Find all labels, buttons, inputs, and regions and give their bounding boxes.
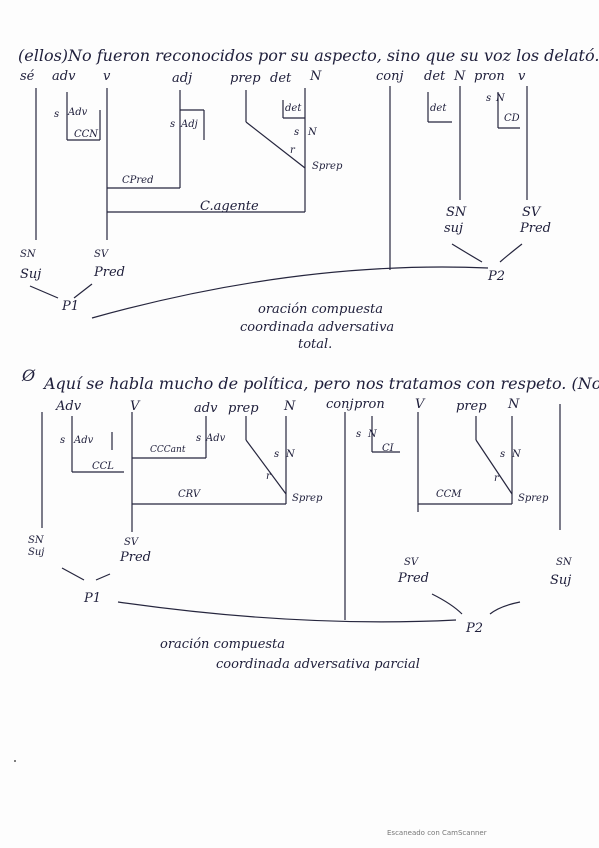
tag-prep-3: prep xyxy=(456,399,487,414)
label-n-box: N xyxy=(308,127,317,138)
label-s-adv-3: s xyxy=(196,433,202,444)
label-sv-right-2: SV xyxy=(404,557,419,568)
label-adv-box-2: Adv xyxy=(74,435,94,446)
label-n-box-4: N xyxy=(368,429,377,440)
tag-adv-2: Adv xyxy=(56,399,82,414)
label-ccm: CCM xyxy=(436,489,462,500)
tag-v-3: V xyxy=(130,399,140,414)
label-ccn: CCN xyxy=(74,129,99,140)
caption-1-line-2: coordinada adversativa xyxy=(240,320,395,335)
label-s-adv: s xyxy=(54,109,60,120)
label-p2-2: P2 xyxy=(466,621,484,636)
label-cpred: CPred xyxy=(122,175,154,186)
tag-n: N xyxy=(310,69,322,84)
label-adj-box: Adj xyxy=(181,119,198,130)
label-suj-right: suj xyxy=(444,221,464,236)
label-sprep: Sprep xyxy=(312,161,343,172)
label-det-box-2: det xyxy=(430,103,447,114)
tag-n-4: N xyxy=(508,397,520,412)
sentence-1: (ellos)No fueron reconocidos por su aspe… xyxy=(18,46,599,65)
marker-symbol: Ø xyxy=(22,366,36,385)
caption-1-line-1: oración compuesta xyxy=(258,302,384,317)
tag-conj: conj xyxy=(376,69,404,84)
tag-adv-3: adv xyxy=(194,401,218,416)
label-det-box: det xyxy=(285,103,302,114)
label-sn-left: SN xyxy=(20,249,36,260)
label-adv-box: Adv xyxy=(68,107,88,118)
label-n-box-3: N xyxy=(286,449,295,460)
label-r: r xyxy=(290,145,295,156)
label-r-2: r xyxy=(266,471,271,482)
sentence-2: Aquí se habla mucho de política, pero no… xyxy=(44,374,599,393)
label-n-box-5: N xyxy=(512,449,521,460)
tag-adj: adj xyxy=(172,71,193,86)
label-n-box-2: N xyxy=(496,93,505,104)
label-sv-left-2: SV xyxy=(124,537,139,548)
label-s-n-5: s xyxy=(500,449,506,460)
tag-prep: prep xyxy=(230,71,261,86)
tag-v-4: V xyxy=(415,397,425,412)
tag-pron-2: pron xyxy=(354,397,385,412)
label-r-3: r xyxy=(494,473,499,484)
label-s-adv-2: s xyxy=(60,435,66,446)
label-s-n-4: s xyxy=(356,429,362,440)
label-sv-right: SV xyxy=(522,205,541,220)
label-pred-right: Pred xyxy=(520,221,551,236)
label-cd: CD xyxy=(504,113,520,124)
label-cccant: CCCant xyxy=(150,445,186,455)
label-ci: CI xyxy=(382,443,394,454)
tag-prep-2: prep xyxy=(228,401,259,416)
tag-adv: adv xyxy=(52,69,76,84)
tag-det: det xyxy=(270,71,292,86)
label-sn-right-2: SN xyxy=(556,557,572,568)
label-crv: CRV xyxy=(178,489,201,500)
label-pred-left: Pred xyxy=(94,265,125,280)
label-sprep-2: Sprep xyxy=(292,493,323,504)
label-cagente: C.agente xyxy=(200,199,259,214)
label-pred-left-2: Pred xyxy=(120,550,151,565)
tag-n-3: N xyxy=(284,399,296,414)
tag-conj-2: conj xyxy=(326,397,354,412)
tag-v-2: v xyxy=(518,69,526,84)
tag-pron: pron xyxy=(474,69,505,84)
label-sn-right: SN xyxy=(446,205,467,220)
tag-n-2: N xyxy=(454,69,466,84)
label-pred-right-2: Pred xyxy=(398,571,429,586)
label-s-n-3: s xyxy=(274,449,280,460)
label-s-n: s xyxy=(294,127,300,138)
stray-dot xyxy=(14,760,16,762)
scanner-footer: Escaneado con CamScanner xyxy=(387,829,487,837)
tag-se: sé xyxy=(20,69,35,84)
tag-det-2: det xyxy=(424,69,446,84)
caption-2-line-2: coordinada adversativa parcial xyxy=(216,657,420,672)
label-p2: P2 xyxy=(488,269,506,284)
label-adv-box-3: Adv xyxy=(206,433,226,444)
label-s-adj: s xyxy=(170,119,176,130)
label-suj-right-2: Suj xyxy=(550,573,572,588)
label-ccl: CCL xyxy=(92,461,114,472)
label-p1-2: P1 xyxy=(84,591,102,606)
tag-v: v xyxy=(103,69,111,84)
label-suj-left-2: Suj xyxy=(28,547,45,558)
caption-2-line-1: oración compuesta xyxy=(160,637,286,652)
label-sn-left-2: SN xyxy=(28,535,44,546)
label-s-n-2: s xyxy=(486,93,492,104)
label-sprep-3: Sprep xyxy=(518,493,549,504)
label-p1: P1 xyxy=(62,299,80,314)
caption-1-line-3: total. xyxy=(298,337,333,352)
label-suj-left: Suj xyxy=(20,267,42,282)
label-sv-left: SV xyxy=(94,249,109,260)
